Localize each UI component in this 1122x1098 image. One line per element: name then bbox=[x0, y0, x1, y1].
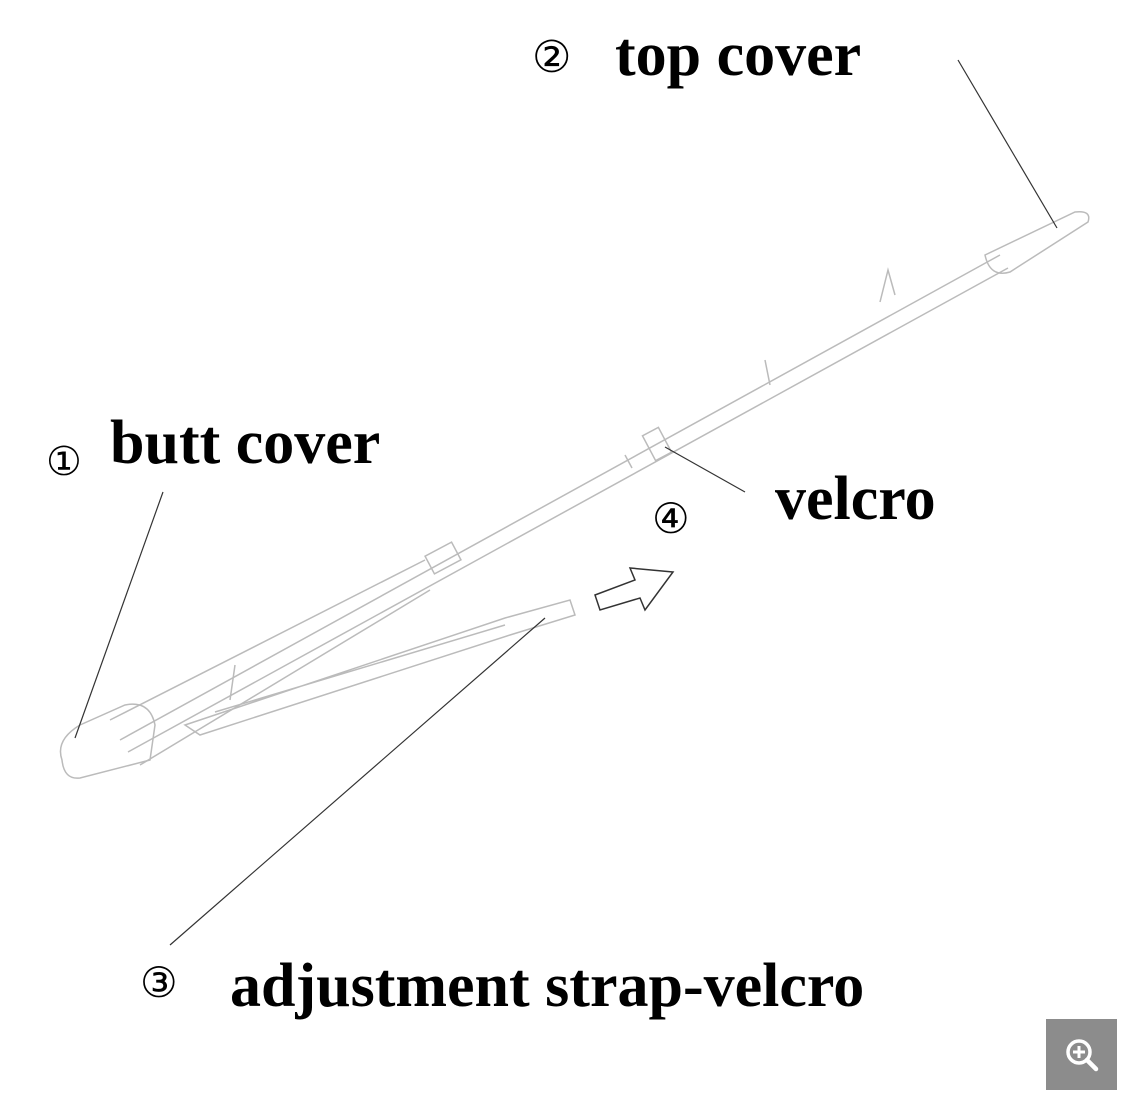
top-cover-number: ② bbox=[532, 32, 572, 83]
top-cover-label: top cover bbox=[615, 21, 862, 89]
adjustment-strap bbox=[183, 599, 576, 736]
velcro-band bbox=[641, 426, 673, 462]
rod-case-outer bbox=[109, 559, 431, 766]
strap-leader bbox=[169, 617, 546, 946]
butt-cover-number: ① bbox=[46, 439, 82, 485]
direction-arrow-icon bbox=[594, 567, 675, 612]
top-cover bbox=[984, 210, 1090, 274]
butt-cover bbox=[59, 703, 156, 779]
velcro-leader bbox=[664, 446, 746, 493]
strap-label: adjustment strap-velcro bbox=[230, 952, 865, 1020]
rod-body bbox=[119, 254, 1009, 753]
velcro-label: velcro bbox=[775, 465, 936, 533]
zoom-button[interactable] bbox=[1046, 1019, 1117, 1090]
velcro-number: ④ bbox=[652, 494, 690, 543]
zoom-in-icon bbox=[1065, 1038, 1098, 1071]
middle-clip bbox=[424, 541, 462, 575]
strap-number: ③ bbox=[140, 958, 178, 1007]
rod-guide bbox=[229, 267, 896, 701]
butt-cover-leader bbox=[74, 491, 164, 739]
butt-cover-label: butt cover bbox=[110, 409, 381, 477]
top-cover-leader bbox=[957, 59, 1058, 229]
